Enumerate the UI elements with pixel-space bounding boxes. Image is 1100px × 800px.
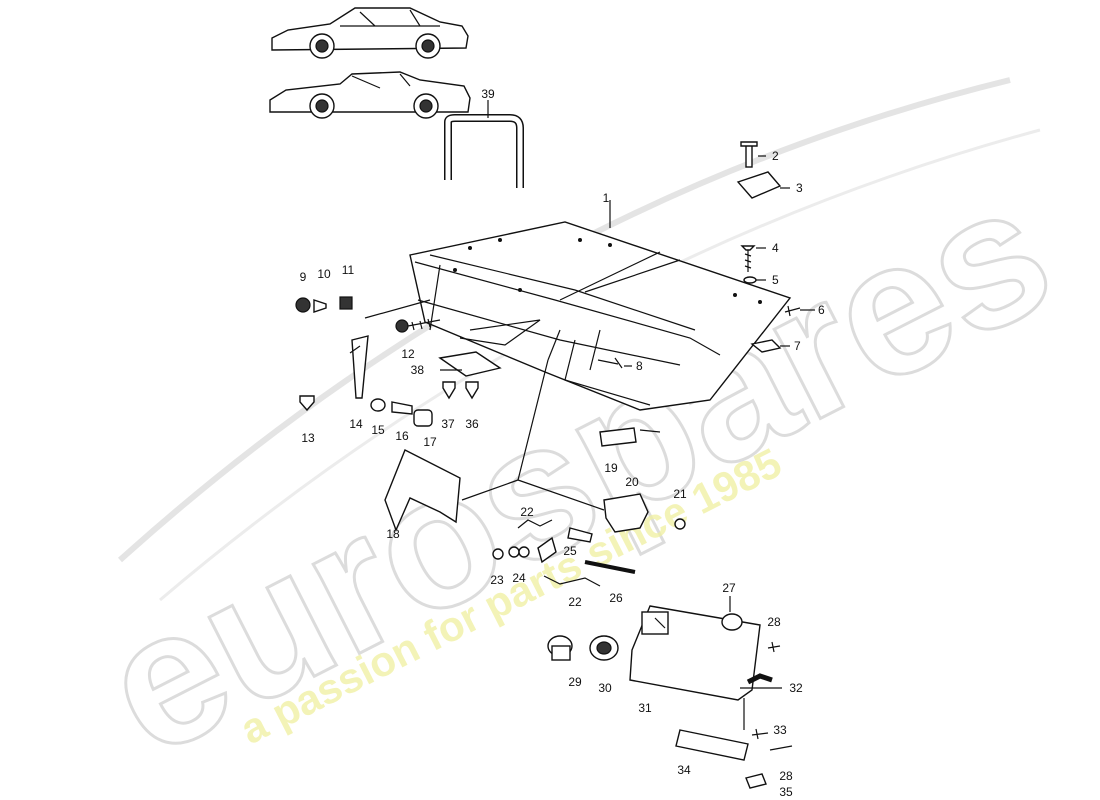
- label-1: 1: [603, 191, 610, 205]
- bolt-16-part: [391, 401, 413, 415]
- label-33: 33: [773, 723, 787, 737]
- screw-28b-part: [769, 745, 793, 751]
- rivet-10-part: [313, 299, 327, 313]
- label-11: 11: [342, 263, 355, 277]
- leader-frame: [547, 329, 561, 361]
- label-39: 39: [481, 87, 495, 101]
- screw-28a-part: [767, 641, 781, 653]
- pin-part: [567, 527, 593, 543]
- label-22b: 22: [568, 595, 582, 609]
- bolt-36-part: [465, 381, 479, 400]
- screw-6-part: [784, 305, 801, 317]
- clip-35-part: [745, 773, 767, 789]
- grab-handle-part: [444, 114, 524, 188]
- label-36: 36: [465, 417, 479, 431]
- screw-8-part: [597, 357, 623, 369]
- label-23: 23: [490, 573, 504, 587]
- label-27: 27: [722, 581, 736, 595]
- label-22a: 22: [520, 505, 534, 519]
- label-7: 7: [794, 339, 801, 353]
- bolt-37-part: [442, 381, 456, 400]
- cover-18-part: [384, 449, 461, 532]
- lock-mechanism-20-part: [603, 493, 649, 533]
- nut-9-part: [295, 297, 311, 313]
- spring-22a-part: [517, 519, 553, 529]
- washer-24a-part: [508, 546, 520, 558]
- lock-housing-30-part: [589, 635, 619, 661]
- label-2: 2: [772, 149, 779, 163]
- label-4: 4: [772, 241, 779, 255]
- label-3: 3: [796, 181, 803, 195]
- lever-25-part: [537, 536, 557, 564]
- bracket-14-part: [351, 335, 369, 399]
- label-15: 15: [371, 423, 385, 437]
- label-9: 9: [300, 270, 307, 284]
- label-34: 34: [677, 763, 691, 777]
- label-17: 17: [423, 435, 437, 449]
- clip-11-part: [339, 296, 353, 310]
- label-18: 18: [386, 527, 400, 541]
- switch-19-part: [599, 427, 637, 447]
- label-26: 26: [609, 591, 623, 605]
- nut-21-part: [674, 518, 686, 530]
- label-19: 19: [604, 461, 618, 475]
- spring-22b-part: [543, 575, 601, 587]
- label-13: 13: [301, 431, 315, 445]
- part-labels: 1 2 3 4 5 6 7 8 9 10 11 12 13 14 15 16 1…: [300, 87, 825, 799]
- label-leaders: [349, 100, 815, 730]
- label-12: 12: [401, 347, 415, 361]
- label-25: 25: [563, 544, 577, 558]
- screw-33-part: [751, 728, 769, 740]
- ring-27-part: [721, 613, 743, 631]
- lock-cylinder-29-part: [547, 635, 573, 661]
- label-10: 10: [317, 267, 331, 281]
- label-21: 21: [673, 487, 687, 501]
- label-31: 31: [638, 701, 652, 715]
- vehicle-coupe-icon: [271, 7, 469, 59]
- cap-17-part: [413, 409, 433, 427]
- dashboard-support-frame: [409, 221, 792, 411]
- label-28a: 28: [767, 615, 781, 629]
- watermark: eurospares a passion for parts since 198…: [71, 77, 1083, 798]
- clip-23-part: [492, 548, 504, 560]
- clip-7-part: [750, 339, 782, 353]
- label-20: 20: [625, 475, 639, 489]
- hinge-34-part: [675, 729, 749, 761]
- leader-frame-lock: [517, 479, 605, 511]
- label-6: 6: [818, 303, 825, 317]
- label-32: 32: [789, 681, 803, 695]
- rod-26-part: [584, 560, 636, 574]
- striker-32-part: [746, 673, 773, 685]
- label-8: 8: [636, 359, 643, 373]
- bracket-part: [736, 141, 782, 199]
- label-14: 14: [349, 417, 363, 431]
- label-37: 37: [441, 417, 455, 431]
- washer-15-part: [370, 398, 386, 412]
- bolt-13-part: [299, 395, 315, 412]
- label-30: 30: [598, 681, 612, 695]
- label-29: 29: [568, 675, 582, 689]
- washer-24b-part: [518, 546, 530, 558]
- label-24: 24: [512, 571, 526, 585]
- label-5: 5: [772, 273, 779, 287]
- leader-left-clips: [364, 299, 431, 319]
- label-38: 38: [411, 363, 425, 377]
- bracket-38-part: [438, 351, 502, 377]
- bolt-12-part: [395, 318, 441, 333]
- label-35: 35: [779, 785, 793, 799]
- label-16: 16: [395, 429, 409, 443]
- label-28b: 28: [779, 769, 793, 783]
- vehicle-cabriolet-icon: [269, 71, 471, 119]
- leader-switch: [639, 429, 661, 433]
